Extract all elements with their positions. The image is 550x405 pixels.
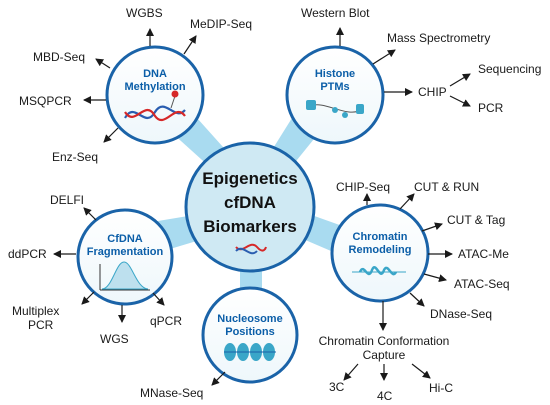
method-wgbs: WGBS <box>126 6 163 20</box>
method-sequencing: Sequencing <box>478 62 541 76</box>
method-wgs: WGS <box>100 332 129 346</box>
method-cut-and-tag: CUT & Tag <box>447 213 505 227</box>
method-western-blot: Western Blot <box>301 6 370 20</box>
hub-cfdna-fragmentation: CfDNA Fragmentation <box>76 208 174 306</box>
hub-fragmentation-line1: CfDNA <box>107 233 142 245</box>
hub-chromatin-remodeling: Chromatin Remodeling <box>330 203 430 303</box>
method-atac-seq: ATAC-Seq <box>454 277 510 291</box>
method-ddpcr: ddPCR <box>8 247 47 261</box>
hub-fragmentation-line2: Fragmentation <box>87 246 164 258</box>
hub-nucleosome-line1: Nucleosome <box>217 313 282 325</box>
method-multiplex-pcr: PCR <box>28 318 54 332</box>
method-medip-seq: MeDIP-Seq <box>190 17 252 31</box>
method-delfi: DELFI <box>50 193 84 207</box>
method-mbd-seq: MBD-Seq <box>33 50 85 64</box>
chromatin-coil-icon <box>352 266 406 276</box>
histone-tail-icon <box>306 100 364 118</box>
hub-methylation-line2: Methylation <box>124 81 185 93</box>
method-4c: 4C <box>377 389 393 403</box>
hub-histone-line1: Histone <box>315 68 355 80</box>
method-msqpcr: MSQPCR <box>19 94 72 108</box>
center-title-line3: Biomarkers <box>203 217 297 236</box>
method-cut-and-run: CUT & RUN <box>414 180 479 194</box>
methylated-dna-icon <box>124 90 186 122</box>
method-3c: 3C <box>329 380 345 394</box>
center-title-line1: Epigenetics <box>202 169 297 188</box>
fragmentation-arrows <box>53 207 165 323</box>
method-chip: CHIP <box>418 85 447 99</box>
hub-histone-line2: PTMs <box>320 81 349 93</box>
method-atac-me: ATAC-Me <box>458 247 509 261</box>
nucleosome-array-icon <box>224 343 276 361</box>
method-mnase-seq: MNase-Seq <box>140 386 203 400</box>
center-node: Epigenetics cfDNA Biomarkers <box>184 141 316 273</box>
method-multiplex: Multiplex <box>12 304 59 318</box>
fragment-distribution-icon <box>99 261 150 291</box>
hub-nucleosome-positions: Nucleosome Positions <box>201 286 299 384</box>
nucleosome-arrows <box>211 371 226 386</box>
methylation-arrows <box>83 28 197 143</box>
histone-arrows <box>336 27 471 107</box>
hub-dna-methylation: DNA Methylation <box>105 45 205 145</box>
hub-chromatin-line1: Chromatin <box>353 231 408 243</box>
chromatin-conformation-title-line2: Capture <box>363 348 406 362</box>
method-enz-seq: Enz-Seq <box>52 150 98 164</box>
conformation-arrows <box>343 363 431 381</box>
hub-histone-ptms: Histone PTMs <box>285 45 385 145</box>
method-mass-spectrometry: Mass Spectrometry <box>387 31 490 45</box>
hub-nucleosome-line2: Positions <box>225 326 275 338</box>
method-pcr: PCR <box>478 101 504 115</box>
method-hi-c: Hi-C <box>429 381 453 395</box>
method-qpcr: qPCR <box>150 314 182 328</box>
method-dnase-seq: DNase-Seq <box>430 307 492 321</box>
hub-methylation-line1: DNA <box>143 68 167 80</box>
chromatin-arrows <box>363 193 453 331</box>
chromatin-conformation-title-line1: Chromatin Conformation <box>319 334 450 348</box>
dna-helix-icon <box>235 243 267 255</box>
center-title-line2: cfDNA <box>224 193 276 212</box>
method-chip-seq: CHIP-Seq <box>336 180 390 194</box>
hub-chromatin-line2: Remodeling <box>349 244 412 256</box>
